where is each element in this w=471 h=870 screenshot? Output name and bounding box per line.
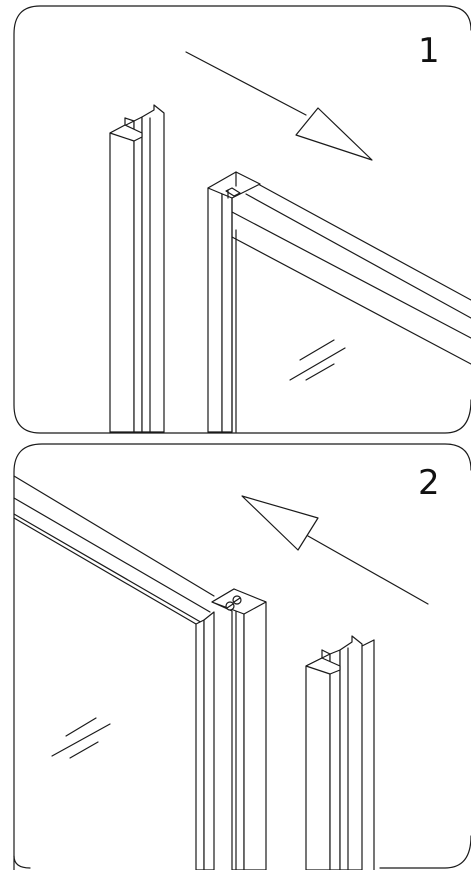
door-frame-assembly [13, 475, 267, 870]
step-number: 1 [418, 31, 440, 71]
step-number: 2 [418, 463, 440, 503]
step-1-panel: 1 [13, 5, 471, 434]
step-2-panel: 2 [0, 436, 471, 870]
panel-frame [13, 443, 471, 870]
step-2-illustration [13, 443, 471, 870]
arrow-right-icon [185, 51, 373, 161]
loose-profile [305, 635, 375, 870]
loose-profile [109, 104, 165, 433]
panel-frame [13, 5, 471, 434]
door-frame-assembly [207, 171, 471, 433]
step-1-illustration [13, 5, 471, 434]
arrow-left-icon [241, 495, 429, 605]
